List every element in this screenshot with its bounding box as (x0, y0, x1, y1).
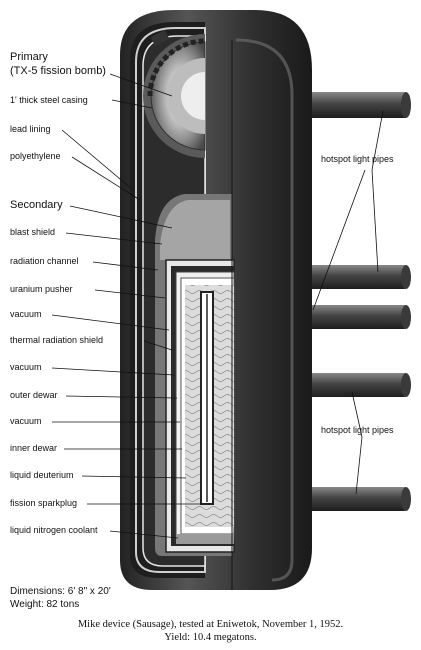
light-pipe-4-end (401, 373, 411, 397)
liquid-nitrogen-coolant (176, 534, 234, 544)
label-vacuum-1: vacuum (10, 309, 42, 319)
caption-line-1: Mike device (Sausage), tested at Eniweto… (77, 619, 344, 630)
label-radiation-channel: radiation channel (10, 256, 79, 266)
label-liquid-nitrogen-coolant: liquid nitrogen coolant (10, 525, 98, 535)
light-pipe-5-end (401, 487, 411, 511)
primary-fission-bomb (143, 29, 206, 158)
light-pipe-1-end (401, 92, 411, 118)
dimensions-text: Dimensions: 6' 8" x 20' (10, 586, 111, 597)
label-lead-lining: lead lining (10, 124, 51, 134)
hotspot-light-pipes (300, 92, 411, 511)
light-pipe-2 (300, 265, 410, 289)
leader-lines (51, 73, 384, 539)
label-blast-shield: blast shield (10, 227, 56, 237)
secondary (155, 194, 235, 556)
label-outer-dewar: outer dewar (10, 390, 58, 400)
light-pipe-4 (300, 373, 410, 397)
light-pipe-1 (300, 92, 410, 118)
label-uranium-pusher: uranium pusher (10, 284, 73, 294)
label-thermal-radiation-shield: thermal radiation shield (10, 335, 104, 345)
label-hotspot-lower: hotspot light pipes (321, 425, 394, 435)
label-steel-casing: 1' thick steel casing (10, 95, 88, 105)
label-fission-sparkplug: fission sparkplug (10, 498, 78, 508)
light-pipe-2-end (401, 265, 411, 289)
light-pipe-5 (300, 487, 410, 511)
label-secondary: Secondary (10, 199, 63, 211)
label-liquid-deuterium: liquid deuterium (10, 470, 74, 480)
label-inner-dewar: inner dewar (10, 443, 58, 453)
light-pipe-3 (300, 305, 410, 329)
label-polyethylene: polyethylene (10, 151, 61, 161)
caption-line-2: Yield: 10.4 megatons. (164, 632, 257, 643)
label-vacuum-3: vacuum (10, 416, 42, 426)
label-primary: Primary (10, 51, 48, 63)
weight-text: Weight: 82 tons (10, 599, 80, 610)
label-hotspot-upper: hotspot light pipes (321, 154, 394, 164)
label-primary-sub: (TX-5 fission bomb) (10, 65, 106, 77)
light-pipe-3-end (401, 305, 411, 329)
label-vacuum-2: vacuum (10, 362, 42, 372)
